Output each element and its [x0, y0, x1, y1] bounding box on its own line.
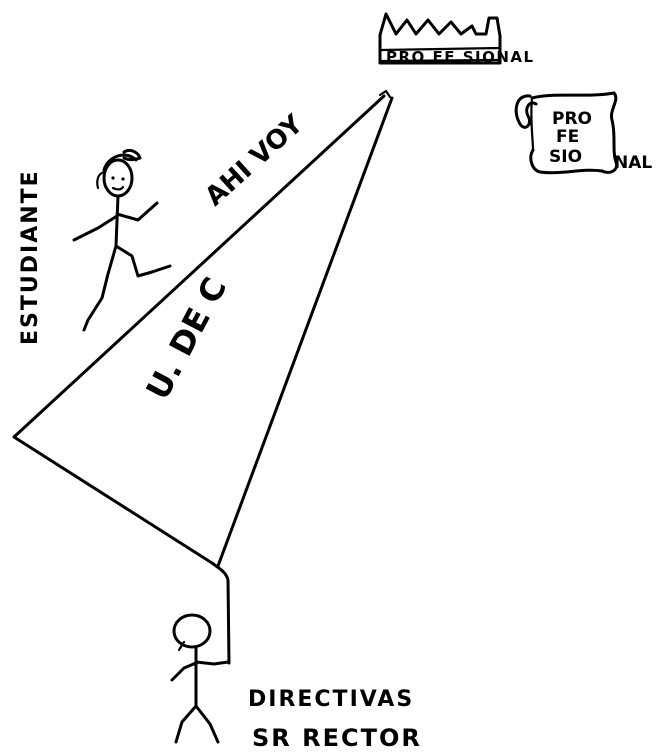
- rector-label: SR RECTOR: [252, 724, 422, 752]
- diploma-tail: NAL: [614, 153, 652, 173]
- professional-banner-label: PRO FE SIONAL: [386, 48, 535, 66]
- running-stick-figure-icon: [74, 150, 170, 330]
- estudiante-label: ESTUDIANTE: [18, 169, 43, 345]
- directivas-label: DIRECTIVAS: [248, 687, 414, 712]
- diploma-line3: SIO: [549, 147, 582, 167]
- university-triangle: [14, 91, 392, 663]
- university-label: U. DE C: [139, 271, 235, 406]
- ahi-voy-label: AHI VOY: [200, 109, 310, 213]
- diploma-line1: PRO: [552, 109, 592, 129]
- standing-stick-figure-icon: [172, 615, 228, 742]
- diploma-line2: FE: [556, 127, 579, 147]
